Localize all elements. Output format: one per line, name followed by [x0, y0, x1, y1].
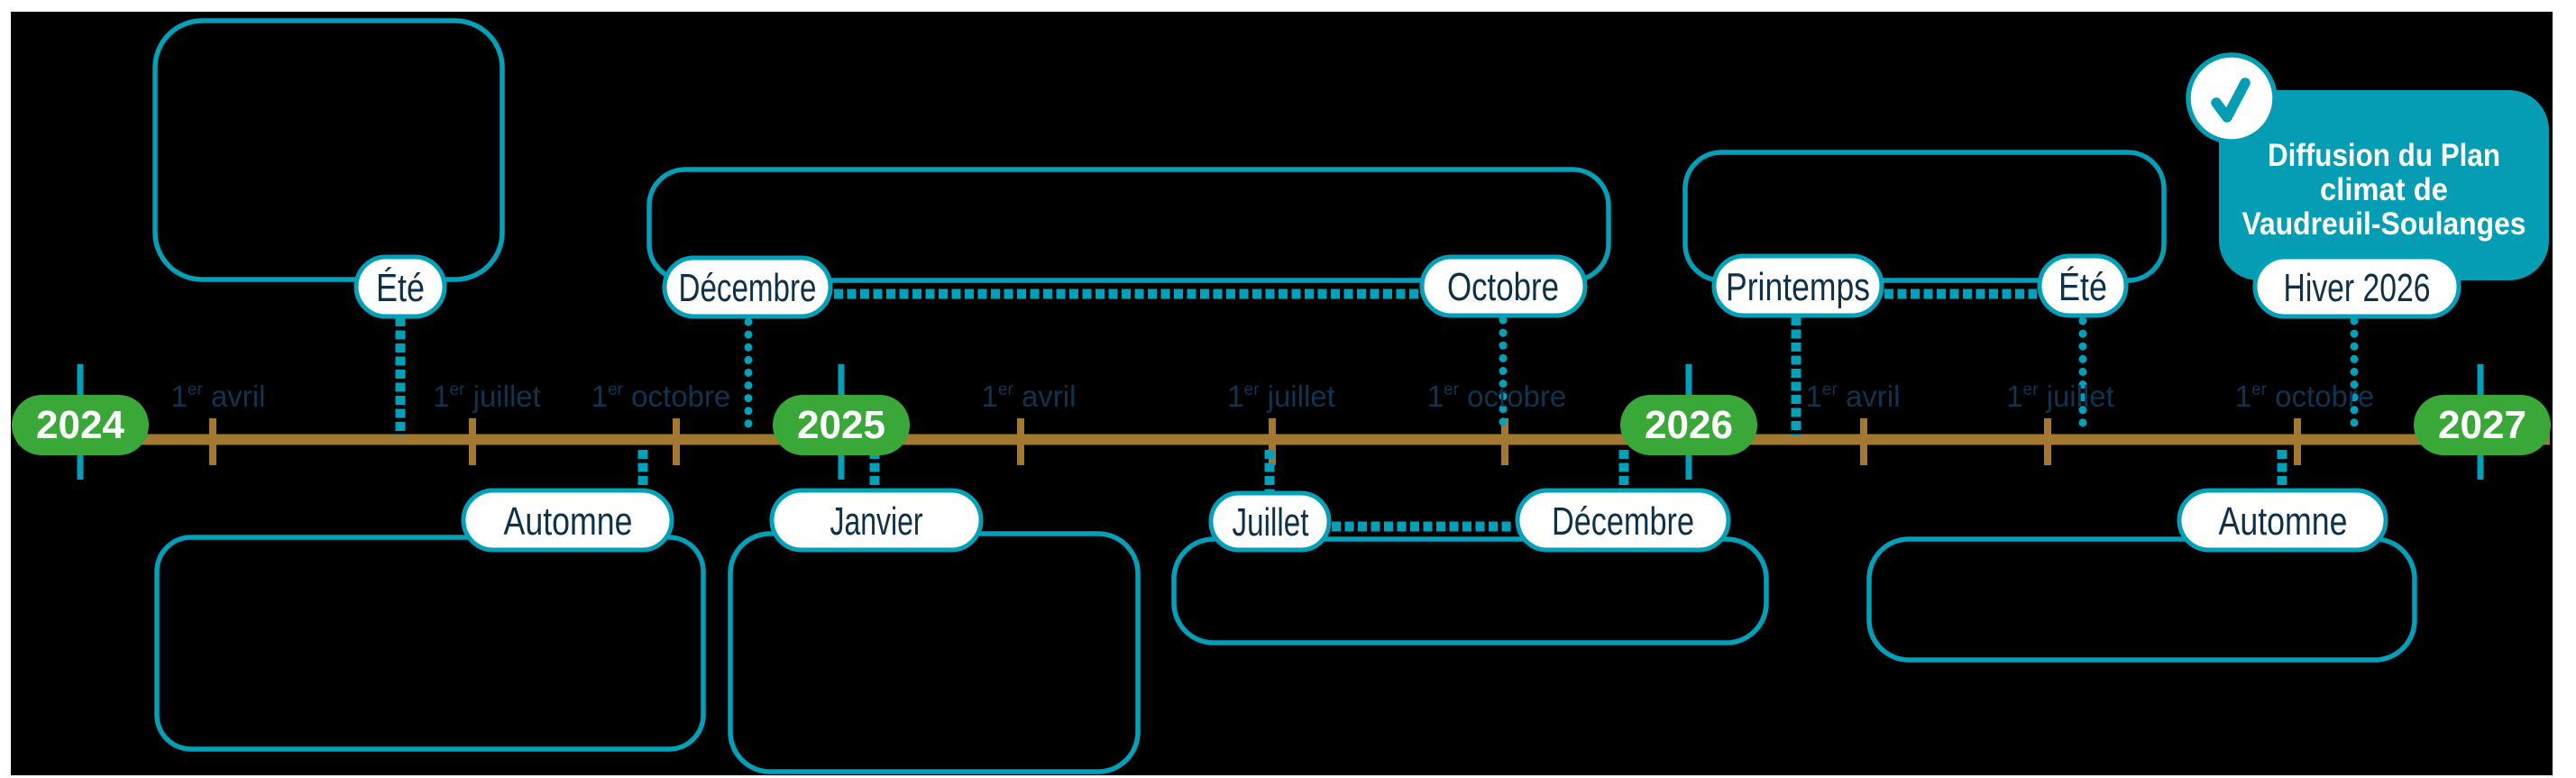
svg-text:Décembre: Décembre — [1552, 499, 1694, 544]
svg-text:1er octobre: 1er octobre — [1427, 380, 1567, 413]
svg-text:Janvier: Janvier — [830, 499, 923, 544]
svg-text:Été: Été — [376, 266, 425, 310]
svg-text:Décembre: Décembre — [679, 266, 817, 310]
svg-text:Octobre: Octobre — [1447, 265, 1559, 309]
svg-text:1er avril: 1er avril — [1806, 380, 1901, 413]
svg-text:1er octobre: 1er octobre — [2235, 380, 2375, 413]
svg-text:2024: 2024 — [36, 403, 125, 447]
svg-text:Été: Été — [2058, 265, 2107, 309]
svg-text:Juillet: Juillet — [1233, 500, 1309, 545]
svg-text:Automne: Automne — [2219, 499, 2348, 544]
svg-text:Diffusion du Plan: Diffusion du Plan — [2268, 138, 2500, 173]
svg-text:Printemps: Printemps — [1726, 265, 1870, 309]
svg-text:1er juillet: 1er juillet — [433, 380, 541, 413]
svg-text:Vaudreuil-Soulanges: Vaudreuil-Soulanges — [2242, 206, 2526, 242]
svg-text:1er avril: 1er avril — [171, 380, 266, 413]
svg-text:Automne: Automne — [504, 499, 633, 544]
svg-text:1er juillet: 1er juillet — [1227, 380, 1335, 413]
svg-text:2026: 2026 — [1645, 403, 1733, 447]
svg-text:2025: 2025 — [797, 403, 885, 447]
svg-text:climat de: climat de — [2320, 172, 2448, 207]
svg-text:1er juillet: 1er juillet — [2006, 380, 2114, 413]
svg-text:1er avril: 1er avril — [982, 380, 1077, 413]
svg-text:Hiver 2026: Hiver 2026 — [2284, 266, 2431, 310]
svg-text:2027: 2027 — [2438, 403, 2526, 447]
